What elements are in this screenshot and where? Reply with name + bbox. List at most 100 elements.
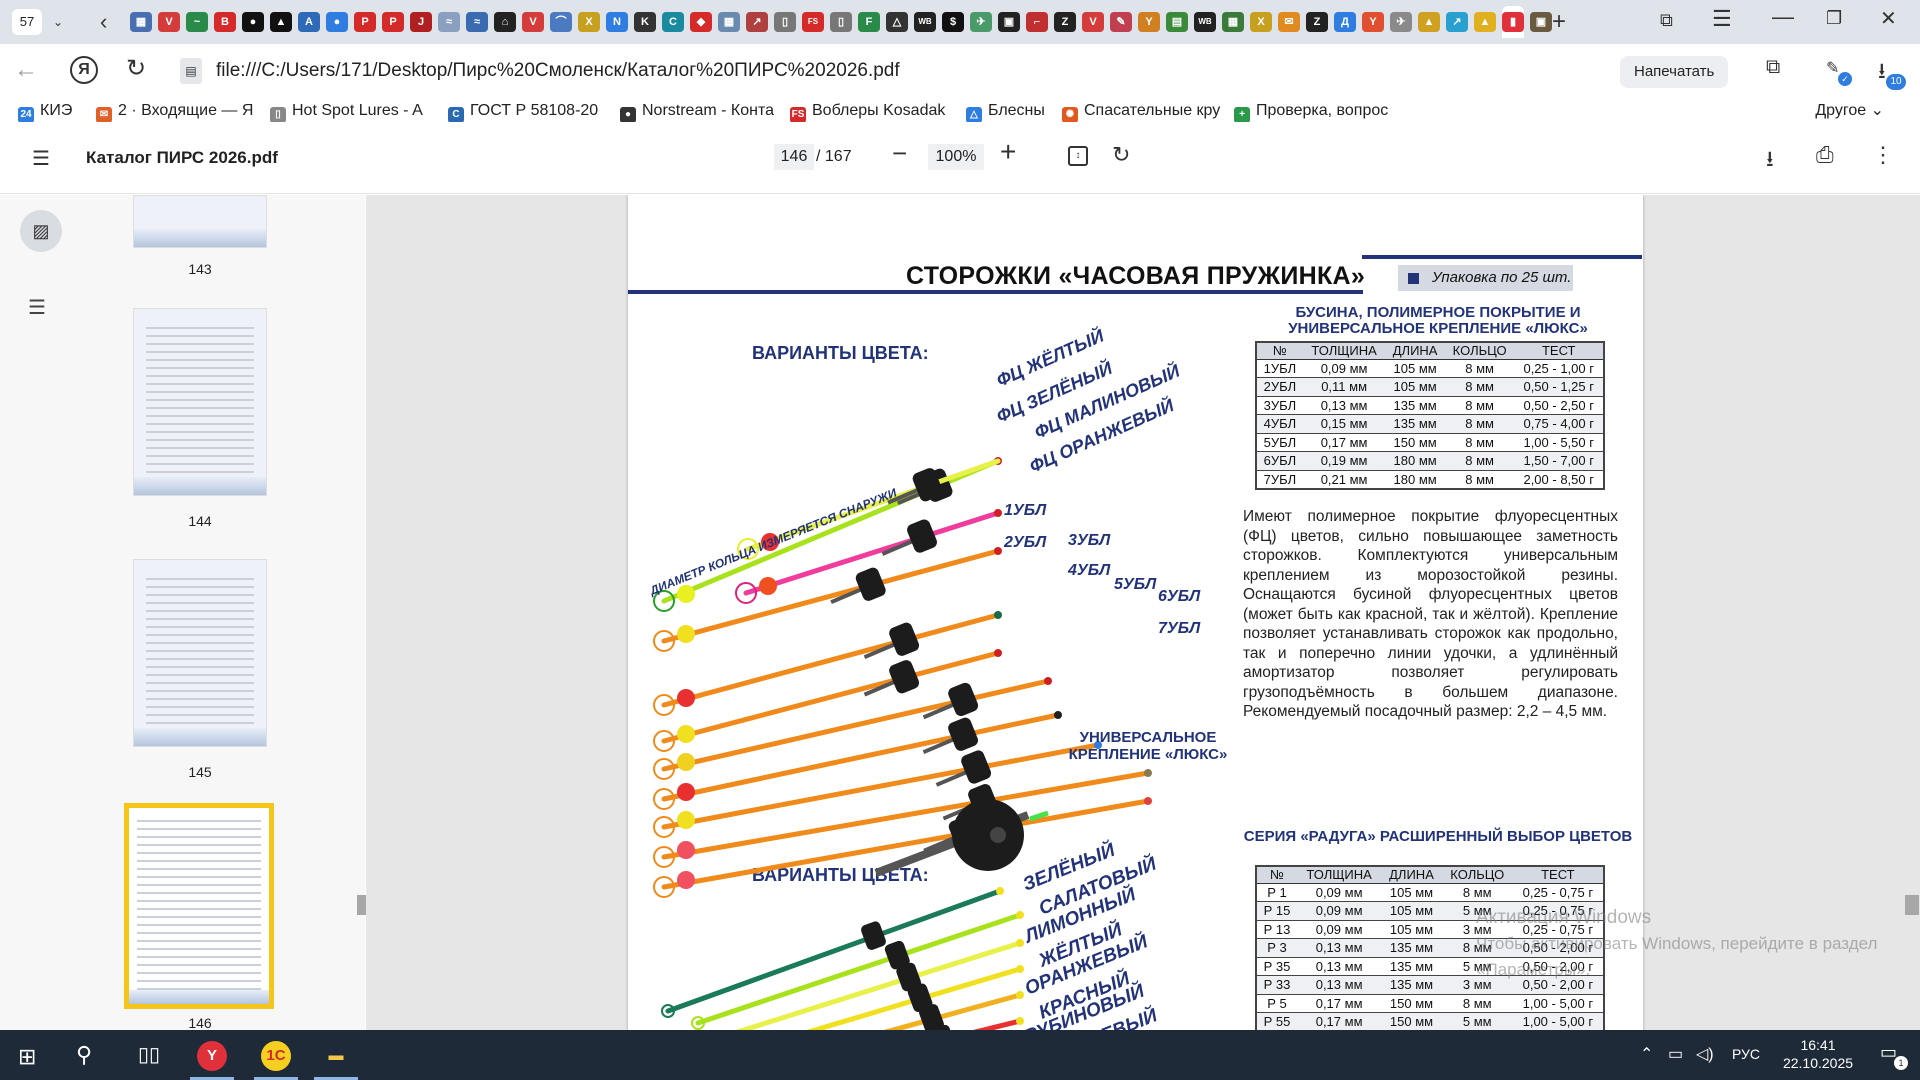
bookmark-item[interactable]: △Блесны [966,100,1056,122]
taskbar-app-icon[interactable]: 1С [246,1030,306,1080]
menu-icon[interactable]: ☰ [1712,6,1732,31]
tab-favicon-icon[interactable]: C [662,12,684,32]
printer-icon[interactable]: ⎙ [1816,142,1834,167]
tab-favicon-icon[interactable]: ▣ [998,12,1020,32]
clock[interactable]: 16:41 22.10.2025 [1778,1036,1858,1072]
bookmarks-other-menu[interactable]: Другое ⌄ [1815,102,1884,119]
thumbnail-143[interactable] [133,195,267,248]
reload-icon[interactable]: ↻ [126,55,147,82]
tab-favicon-icon[interactable]: WB [1194,12,1216,32]
tab-favicon-icon[interactable]: A [298,12,320,32]
volume-icon[interactable]: ◁) [1696,1046,1714,1063]
tab-favicon-icon[interactable]: X [578,12,600,32]
thumbnails-view-icon[interactable]: ▨ [20,210,62,252]
tab-favicon-icon[interactable]: Y [1138,12,1160,32]
tab-favicon-icon[interactable]: ⌐ [1026,12,1048,32]
tab-favicon-icon[interactable]: ▦ [718,12,740,32]
tab-count-button[interactable]: 57 [12,9,42,35]
plus-icon[interactable]: + [1552,8,1567,35]
tab-favicon-icon[interactable]: WB [914,12,936,32]
outline-view-icon[interactable]: ☰ [28,297,46,319]
file-icon[interactable]: ▤ [180,58,202,84]
download-icon[interactable]: ⭳ [1878,58,1886,83]
language-indicator[interactable]: РУС [1732,1046,1761,1062]
tab-favicon-icon[interactable]: ✎ [1110,12,1132,32]
tab-favicon-icon[interactable]: ⌒ [550,12,572,32]
print-chip-button[interactable]: Напечатать [1620,56,1729,88]
close-icon[interactable]: ✕ [1880,8,1897,30]
translate-icon[interactable]: ⧉ [1766,56,1781,78]
more-vertical-icon[interactable]: ⋮ [1872,142,1894,167]
tab-favicon-icon[interactable]: ▯ [830,12,852,32]
tab-favicon-icon[interactable]: ⌂ [494,12,516,32]
bookmark-item[interactable]: ✉2 · Входящие — Я [96,100,256,122]
notifications-icon[interactable]: ▭ [1880,1042,1898,1062]
hamburger-menu-icon[interactable]: ☰ [32,148,50,170]
tab-favicon-icon[interactable]: ◆ [690,12,712,32]
minimize-icon[interactable]: — [1772,4,1794,29]
windows-start-icon[interactable]: ⊞ [18,1044,37,1069]
tab-favicon-icon[interactable]: ↗ [746,12,768,32]
extension-icon[interactable]: ✎ [1826,60,1840,77]
download-icon[interactable]: ⭳ [1766,146,1774,171]
fit-page-icon[interactable]: ↕ [1068,146,1088,166]
page-number-input[interactable]: 146 [774,144,814,170]
arrow-left-icon[interactable]: ← [14,56,38,83]
tab-favicon-icon[interactable]: ● [242,12,264,32]
yandex-logo-icon[interactable]: Я [70,56,98,84]
bookmark-item[interactable]: ▯Hot Spot Lures - A [270,100,430,122]
bookmark-item[interactable]: ●Norstream - Конта [620,100,775,122]
tab-favicon-icon[interactable]: ✉ [1278,12,1300,32]
tab-favicon-icon[interactable]: P [382,12,404,32]
tab-favicon-icon[interactable]: Z [1054,12,1076,32]
zoom-in-icon[interactable]: + [1000,136,1017,167]
tab-favicon-icon[interactable]: ▣ [1530,12,1552,32]
network-icon[interactable]: ▭ [1668,1046,1684,1063]
tab-favicon-icon[interactable]: FS [802,12,824,32]
tab-favicon-icon[interactable]: B [214,12,236,32]
tab-favicon-icon[interactable]: △ [886,12,908,32]
thumbnail-145[interactable] [133,559,267,747]
tab-favicon-icon[interactable]: V [158,12,180,32]
tab-favicon-icon[interactable]: ● [326,12,348,32]
tab-favicon-icon[interactable]: V [1082,12,1104,32]
tab-favicon-icon[interactable]: ▲ [1418,12,1440,32]
search-icon[interactable]: ⚲ [76,1042,93,1067]
tab-favicon-icon[interactable]: Д [1334,12,1356,32]
tab-favicon-icon[interactable]: J [410,12,432,32]
tab-favicon-icon[interactable]: P [354,12,376,32]
url-field[interactable]: file:///C:/Users/171/Desktop/Пирс%20Смол… [216,60,900,81]
tab-favicon-icon[interactable]: X [1250,12,1272,32]
tab-favicon-icon[interactable]: ↗ [1446,12,1468,32]
tab-favicon-icon[interactable]: ✈ [970,12,992,32]
document-scrollbar-thumb[interactable] [1905,895,1919,915]
tab-favicon-icon[interactable]: $ [942,12,964,32]
bookmark-item[interactable]: +Проверка, вопрос [1234,100,1394,122]
tab-favicon-icon[interactable]: ≈ [466,12,488,32]
thumbnail-146-selected[interactable] [124,803,274,1009]
tab-favicon-icon[interactable]: ✈ [1390,12,1412,32]
taskbar-app-icon[interactable]: ▬ [306,1030,366,1080]
tab-favicon-icon[interactable]: ▦ [1222,12,1244,32]
chevron-down-icon[interactable]: ⌄ [52,15,64,29]
task-view-icon[interactable]: ▯▯ [138,1044,161,1066]
tab-favicon-icon[interactable]: F [858,12,880,32]
tabs-overview-icon[interactable]: ⧉ [1660,10,1673,30]
tab-favicon-icon[interactable]: ~ [186,12,208,32]
bookmark-item[interactable]: ✺Спасательные кру [1062,100,1222,122]
document-viewport[interactable]: СТОРОЖКИ «ЧАСОВАЯ ПРУЖИНКА» Упаковка по … [366,195,1920,1030]
active-tab[interactable]: ▮ [1502,6,1524,38]
chevron-up-icon[interactable]: ⌃ [1640,1046,1654,1063]
taskbar-app-icon[interactable]: Y [182,1030,242,1080]
tab-favicon-icon[interactable]: ▲ [1474,12,1496,32]
tab-favicon-icon[interactable]: N [606,12,628,32]
tab-favicon-icon[interactable]: ≈ [438,12,460,32]
rotate-icon[interactable]: ↻ [1112,142,1131,167]
tab-favicon-icon[interactable]: ▦ [130,12,152,32]
chevron-left-icon[interactable]: ‹ [100,9,108,34]
tab-favicon-icon[interactable]: Y [1362,12,1384,32]
tab-favicon-icon[interactable]: K [634,12,656,32]
